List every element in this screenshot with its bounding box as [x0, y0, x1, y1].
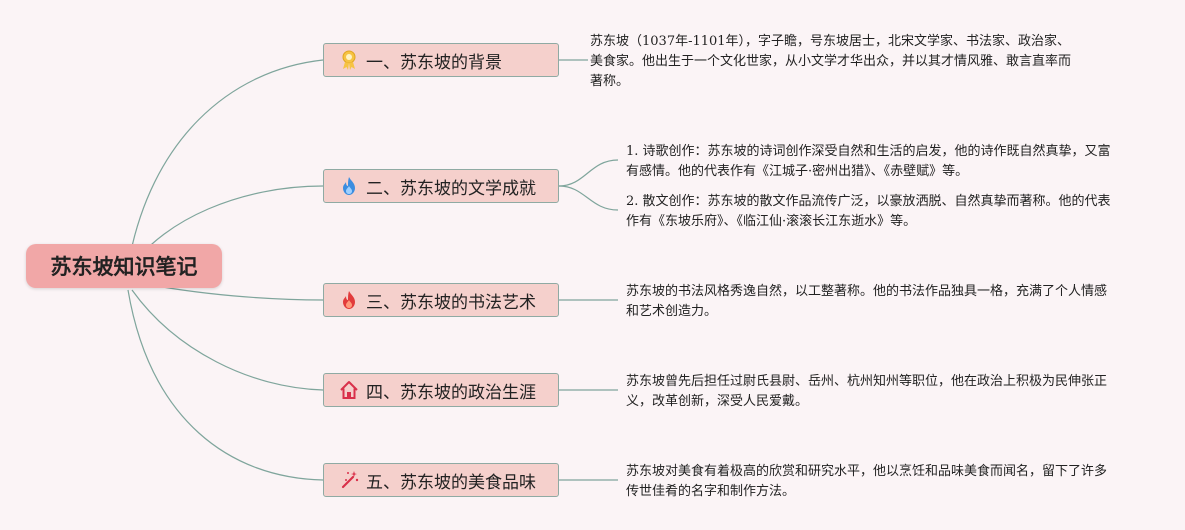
- note-literature-poetry: 1. 诗歌创作：苏东坡的诗词创作深受自然和生活的启发，他的诗作既自然真挚，又富有…: [626, 144, 1111, 179]
- link-branch-2-note-2: [558, 185, 619, 211]
- flame-blue-icon: [338, 175, 360, 197]
- home-icon: [338, 379, 360, 401]
- note-cuisine: 苏东坡对美食有着极高的欣赏和研究水平，他以烹饪和品味美食而闻名，留下了许多传世佳…: [626, 464, 1108, 499]
- branch-node-background[interactable]: 一、苏东坡的背景: [323, 43, 559, 77]
- branch-title: 一、苏东坡的背景: [366, 52, 502, 73]
- magic-wand-icon: [338, 469, 360, 491]
- branch-node-politics[interactable]: 四、苏东坡的政治生涯: [323, 373, 559, 407]
- root-node[interactable]: 苏东坡知识笔记: [26, 244, 222, 288]
- root-title: 苏东坡知识笔记: [50, 255, 198, 279]
- branch-node-literature[interactable]: 二、苏东坡的文学成就: [323, 169, 559, 203]
- award-ribbon-icon: [338, 49, 360, 71]
- note-literature-prose: 2. 散文创作：苏东坡的散文作品流传广泛，以豪放洒脱、自然真挚而著称。他的代表作…: [626, 194, 1111, 229]
- link-root-branch-1: [127, 59, 324, 267]
- branch-node-cuisine[interactable]: 五、苏东坡的美食品味: [323, 463, 559, 497]
- note-background: 苏东坡（1037年-1101年），字子瞻，号东坡居士，北宋文学家、书法家、政治家…: [590, 34, 1072, 89]
- branch-title: 三、苏东坡的书法艺术: [366, 292, 536, 313]
- branch-title: 五、苏东坡的美食品味: [366, 472, 536, 493]
- branch-node-calligraphy[interactable]: 三、苏东坡的书法艺术: [323, 283, 559, 317]
- flame-red-icon: [338, 289, 360, 311]
- link-branch-2-note-1: [558, 159, 619, 187]
- note-politics: 苏东坡曾先后担任过尉氏县尉、岳州、杭州知州等职位，他在政治上积极为民伸张正义，改…: [626, 374, 1108, 409]
- note-calligraphy: 苏东坡的书法风格秀逸自然，以工整著称。他的书法作品独具一格，充满了个人情感和艺术…: [626, 284, 1108, 319]
- branch-title: 四、苏东坡的政治生涯: [366, 382, 536, 403]
- branch-title: 二、苏东坡的文学成就: [366, 178, 536, 199]
- link-root-branch-5: [127, 289, 324, 481]
- link-root-branch-4: [131, 289, 324, 391]
